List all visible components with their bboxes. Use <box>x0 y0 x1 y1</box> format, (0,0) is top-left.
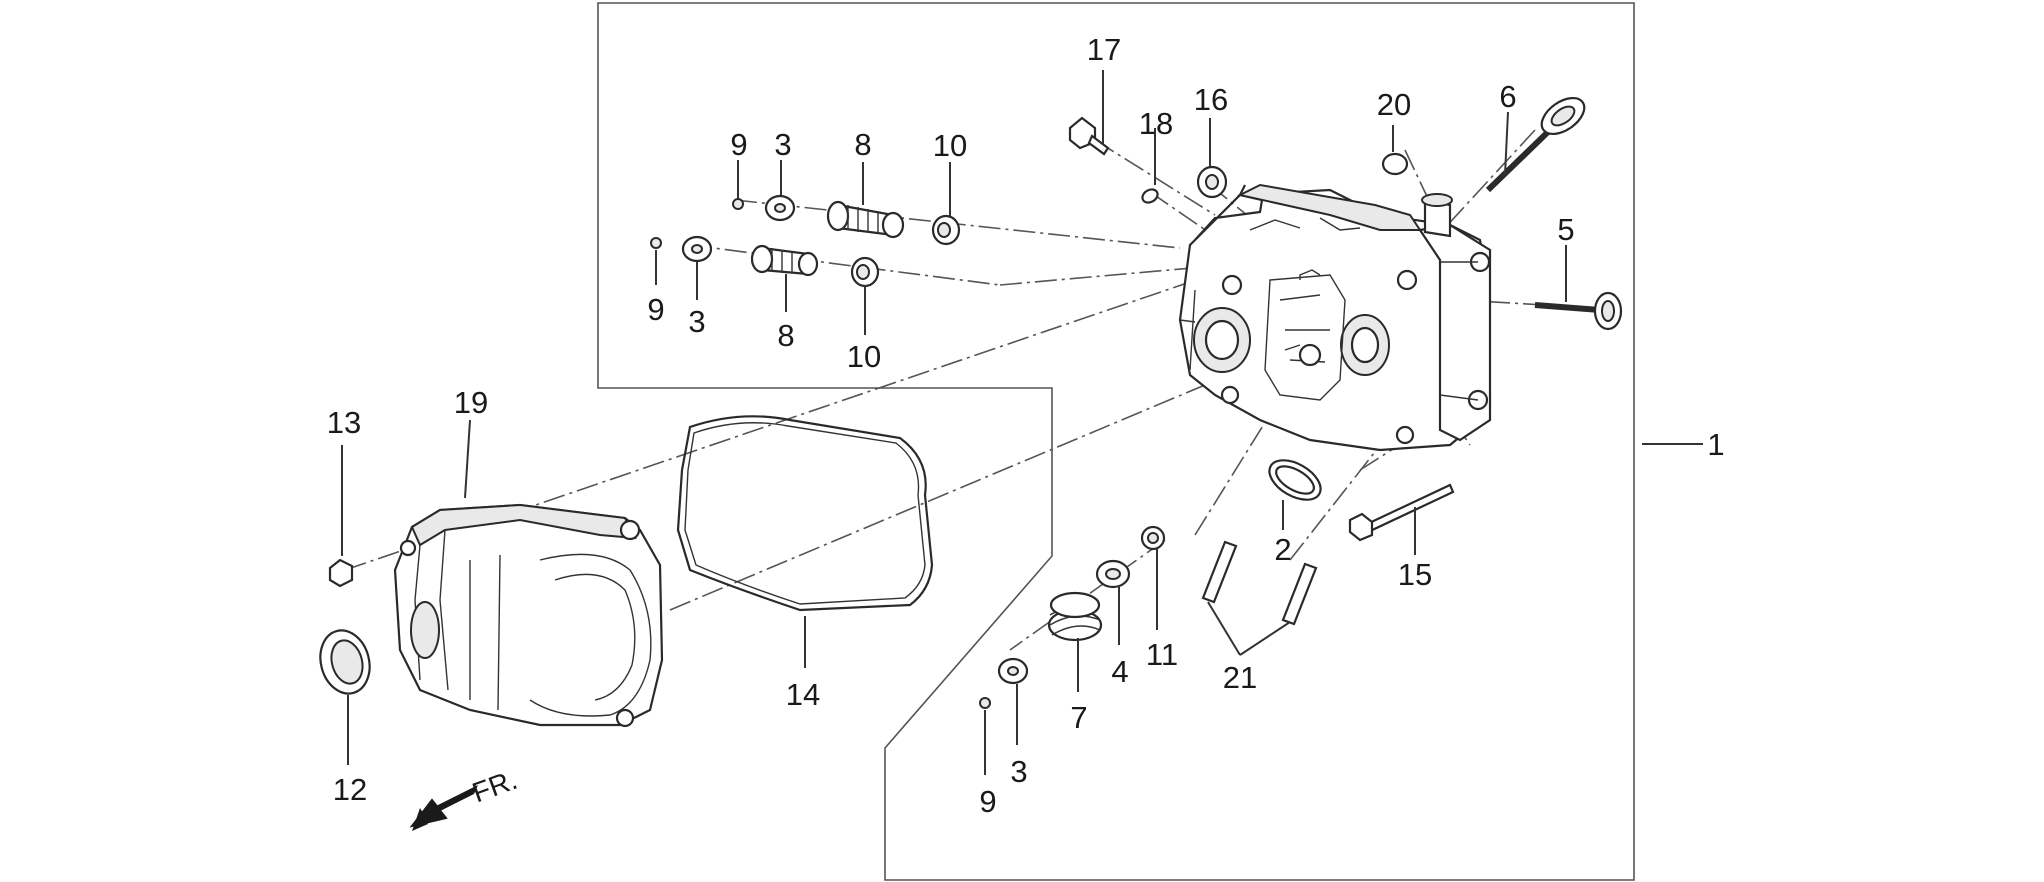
spring-seat-part-4 <box>1095 559 1131 589</box>
valve-part-5 <box>1534 291 1623 331</box>
label-part-20: 20 <box>1377 87 1411 122</box>
seal-part-11 <box>1140 525 1166 551</box>
front-direction-arrow-icon <box>409 785 478 831</box>
dowel-part-20 <box>1381 152 1409 176</box>
assembly-frame <box>597 2 1635 881</box>
part-number-labels: 1 2 3 3 3 4 5 6 7 8 8 9 9 9 10 10 11 12 … <box>327 32 1725 819</box>
label-part-7: 7 <box>1070 700 1087 735</box>
label-part-9b: 9 <box>647 292 664 327</box>
front-direction-label: FR. <box>468 764 521 809</box>
label-part-15: 15 <box>1398 557 1432 592</box>
stem-seal-part-10 <box>850 214 961 288</box>
gasket-part-14 <box>676 415 934 612</box>
label-part-10a: 10 <box>933 128 967 163</box>
label-part-16: 16 <box>1194 82 1228 117</box>
label-part-4: 4 <box>1111 654 1128 689</box>
label-part-19: 19 <box>454 385 488 420</box>
label-part-8b: 8 <box>777 318 794 353</box>
label-part-9a: 9 <box>730 127 747 162</box>
label-part-21: 21 <box>1223 660 1257 695</box>
valve-spring-part-8a <box>826 200 905 239</box>
washer-part-18 <box>1141 188 1159 204</box>
bolt-part-13 <box>328 558 354 588</box>
label-part-13: 13 <box>327 405 361 440</box>
label-part-8a: 8 <box>854 127 871 162</box>
label-part-3c: 3 <box>1010 754 1027 789</box>
spring-seat-part-16 <box>1196 165 1228 199</box>
plug-bolt-part-17 <box>1068 116 1110 156</box>
long-bolt-part-15 <box>1348 483 1455 542</box>
dowel-pins-part-21 <box>1201 540 1318 626</box>
valve-spring-part-8b <box>750 244 819 277</box>
label-part-17: 17 <box>1087 32 1121 67</box>
label-part-18: 18 <box>1139 106 1173 141</box>
label-part-3b: 3 <box>688 304 705 339</box>
valve-retainer-part-3 <box>681 194 1029 685</box>
label-part-6: 6 <box>1499 79 1516 114</box>
label-part-3a: 3 <box>774 127 791 162</box>
label-part-14: 14 <box>786 677 820 712</box>
cylinder-head <box>1178 183 1492 452</box>
label-part-9c: 9 <box>979 784 996 819</box>
label-part-1: 1 <box>1707 427 1724 462</box>
cylinder-head-cover-part-19 <box>393 503 664 728</box>
valve-part-6 <box>1485 96 1586 193</box>
label-part-12: 12 <box>333 772 367 807</box>
seal-ring-part-12 <box>319 629 371 695</box>
valve-cotter-part-9 <box>650 198 991 709</box>
label-part-10b: 10 <box>847 339 881 374</box>
label-part-5: 5 <box>1557 212 1574 247</box>
o-ring-part-2 <box>1268 459 1322 501</box>
label-part-11: 11 <box>1146 637 1178 672</box>
label-part-2: 2 <box>1274 532 1291 567</box>
valve-spring-part-7 <box>1047 591 1103 642</box>
